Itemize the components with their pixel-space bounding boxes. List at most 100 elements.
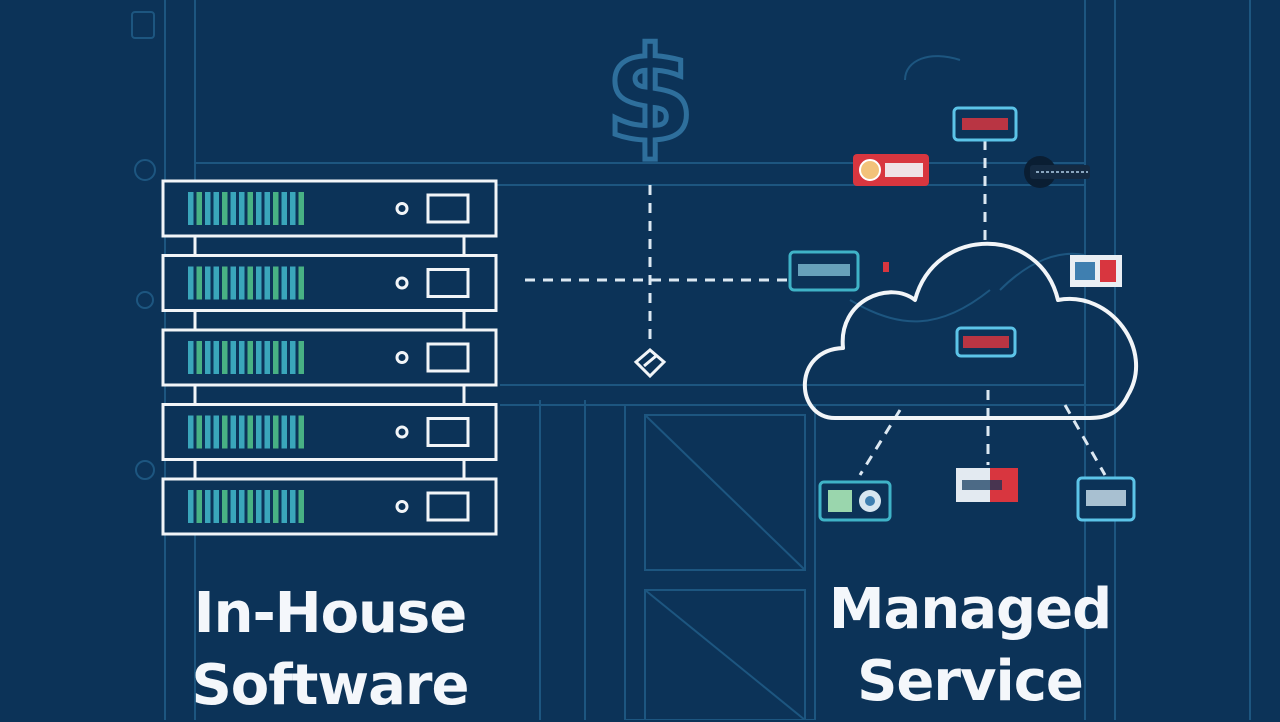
- blueprint-background: [131, 0, 1251, 720]
- cloud-icon: [802, 241, 1139, 420]
- status-led-bar: [298, 415, 304, 449]
- server-unit-frame: [161, 179, 498, 238]
- server-unit-frame: [161, 328, 498, 387]
- status-led-bar: [222, 341, 228, 374]
- status-led-bar: [213, 341, 219, 374]
- status-led-bar: [281, 341, 287, 374]
- status-led-bar: [213, 266, 219, 300]
- status-led-bar: [188, 266, 194, 300]
- status-led-bar: [188, 341, 194, 374]
- power-indicator-icon: [395, 351, 409, 364]
- service-nodes: [788, 106, 1136, 522]
- status-led-bar: [290, 341, 296, 374]
- status-led-bar: [290, 266, 296, 300]
- status-led-bar: [205, 490, 211, 523]
- server-unit: [161, 254, 498, 312]
- status-led-bar: [298, 192, 304, 225]
- drive-bay: [426, 491, 470, 522]
- status-led-bar: [188, 192, 194, 225]
- status-led-bar: [213, 192, 219, 225]
- status-led-bar: [205, 266, 211, 300]
- power-indicator-icon: [395, 276, 409, 290]
- status-led-bar: [256, 266, 262, 300]
- status-led-bar: [230, 341, 236, 374]
- status-led-bar: [264, 415, 270, 449]
- server-unit-frame: [161, 403, 498, 461]
- connection-lines: [525, 140, 1107, 476]
- server-rack-icon: [161, 179, 498, 536]
- service-node-red: [853, 154, 929, 186]
- status-led-bar: [239, 415, 245, 449]
- service-node-top: [952, 106, 1018, 142]
- service-node-dark: [1024, 156, 1090, 188]
- status-led-bar: [247, 266, 253, 300]
- drive-bay: [426, 342, 470, 373]
- status-led-bar: [239, 490, 245, 523]
- status-led-bar: [256, 490, 262, 523]
- status-led-bar: [256, 192, 262, 225]
- service-node-bottom-center: [956, 468, 1018, 502]
- status-led-bar: [273, 192, 279, 225]
- status-led-bar: [230, 415, 236, 449]
- status-led-bar: [247, 490, 253, 523]
- service-node-right: [1070, 255, 1122, 287]
- power-indicator-icon: [395, 500, 409, 513]
- status-led-bar: [205, 341, 211, 374]
- status-led-bar: [213, 415, 219, 449]
- status-led-bar: [281, 192, 287, 225]
- status-led-bar: [196, 415, 202, 449]
- status-led-bar: [239, 341, 245, 374]
- drive-bay: [426, 193, 470, 224]
- server-unit: [161, 403, 498, 461]
- in-house-caption-line-1: In-House: [193, 581, 467, 646]
- status-led-bar: [247, 415, 253, 449]
- managed-caption-line-1: Managed: [828, 577, 1112, 642]
- status-led-bar: [264, 192, 270, 225]
- drive-bay: [426, 268, 470, 298]
- status-led-bar: [264, 490, 270, 523]
- managed-caption-line-2: Service: [857, 649, 1084, 714]
- status-led-bar: [196, 490, 202, 523]
- status-led-bar: [196, 192, 202, 225]
- status-led-bar: [205, 415, 211, 449]
- status-led-bar: [290, 192, 296, 225]
- status-led-bar: [264, 266, 270, 300]
- status-led-bar: [247, 341, 253, 374]
- status-led-bar: [188, 490, 194, 523]
- status-led-bar: [290, 415, 296, 449]
- in-house-software-caption: In-House Software: [150, 578, 510, 722]
- status-led-bar: [239, 192, 245, 225]
- status-led-bar: [281, 415, 287, 449]
- status-led-bar: [196, 266, 202, 300]
- power-indicator-icon: [395, 202, 409, 215]
- drive-bay: [426, 417, 470, 447]
- status-led-bar: [256, 415, 262, 449]
- link-chain-icon: [633, 348, 667, 379]
- status-led-bar: [273, 341, 279, 374]
- status-led-bar: [230, 266, 236, 300]
- power-indicator-icon: [395, 425, 409, 439]
- status-led-bar: [298, 266, 304, 300]
- service-node-bottom-left: [818, 480, 892, 522]
- service-node-left: [788, 250, 889, 292]
- status-led-bar: [281, 490, 287, 523]
- status-led-bar: [273, 415, 279, 449]
- server-unit-frame: [161, 477, 498, 536]
- status-led-bar: [273, 490, 279, 523]
- service-node-bottom-right: [1076, 476, 1136, 522]
- service-node-center: [955, 326, 1017, 358]
- status-led-bar: [196, 341, 202, 374]
- managed-service-caption: Managed Service: [790, 574, 1150, 718]
- in-house-caption-line-2: Software: [191, 653, 469, 718]
- status-led-bar: [230, 490, 236, 523]
- status-led-bar: [256, 341, 262, 374]
- status-led-bar: [222, 192, 228, 225]
- status-led-bar: [264, 341, 270, 374]
- status-led-bar: [239, 266, 245, 300]
- status-led-bar: [290, 490, 296, 523]
- status-led-bar: [247, 192, 253, 225]
- status-led-bar: [298, 490, 304, 523]
- status-led-bar: [298, 341, 304, 374]
- status-led-bar: [222, 490, 228, 523]
